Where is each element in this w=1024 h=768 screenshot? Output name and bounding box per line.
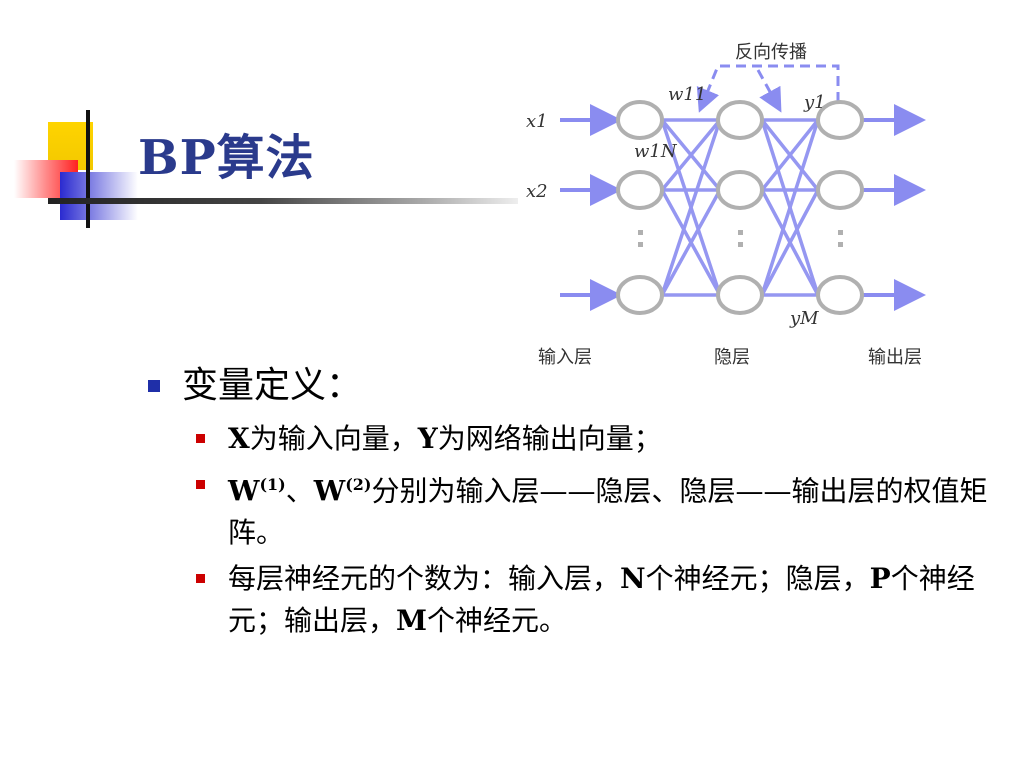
bullet-item: 每层神经元的个数为：输入层，N个神经元；隐层，P个神经元；输出层，M个神经元。: [140, 558, 1010, 642]
input-arrows: [560, 104, 622, 311]
var-m: M: [396, 604, 428, 638]
input-label-x2: x2: [526, 181, 548, 202]
var-w: W: [313, 474, 346, 508]
bullet-heading: 变量定义：: [140, 360, 1010, 412]
layer-label-output: 输出层: [868, 347, 922, 368]
heading-text: 变量定义：: [182, 365, 363, 406]
var-w: W: [228, 474, 260, 508]
connections-layer2: [760, 118, 820, 297]
vertical-ellipsis: [638, 230, 843, 247]
title-underline: [48, 198, 518, 204]
layer-label-input: 输入层: [538, 347, 592, 368]
backprop-label: 反向传播: [735, 42, 807, 63]
layer-label-hidden: 隐层: [714, 347, 750, 368]
var-y: Y: [417, 422, 438, 455]
definitions-list: 变量定义： X为输入向量，Y为网络输出向量； W(1)、W(2)分别为输入层——…: [140, 360, 1010, 646]
var-p: P: [869, 562, 891, 596]
var-x: X: [228, 422, 250, 455]
output-label-ym: yM: [789, 308, 819, 329]
square-bullet-icon: [196, 434, 205, 443]
square-bullet-icon: [148, 380, 160, 392]
bp-network-diagram: 反向传播 x1 x2 w11 w1N y1 yM 输入层 隐层: [526, 42, 926, 368]
output-label-y1: y1: [803, 92, 826, 113]
var-n: N: [620, 562, 646, 596]
bullet-item: W(1)、W(2)分别为输入层——隐层、隐层——输出层的权值矩阵。: [140, 464, 1010, 554]
output-arrows: [862, 104, 926, 311]
weight-label-w1n: w1N: [634, 141, 678, 162]
weight-label-w11: w11: [668, 84, 706, 105]
bullet-item: X为输入向量，Y为网络输出向量；: [140, 418, 1010, 460]
connections-layer1: [660, 118, 722, 297]
square-bullet-icon: [196, 480, 205, 489]
corner-decoration: [14, 110, 138, 228]
blue-gradient-square: [60, 172, 138, 220]
square-bullet-icon: [196, 574, 205, 584]
backprop-dashed-path: [696, 64, 840, 113]
input-label-x1: x1: [526, 111, 548, 132]
slide-title: BP算法: [138, 130, 315, 186]
neuron-nodes: [616, 100, 864, 315]
